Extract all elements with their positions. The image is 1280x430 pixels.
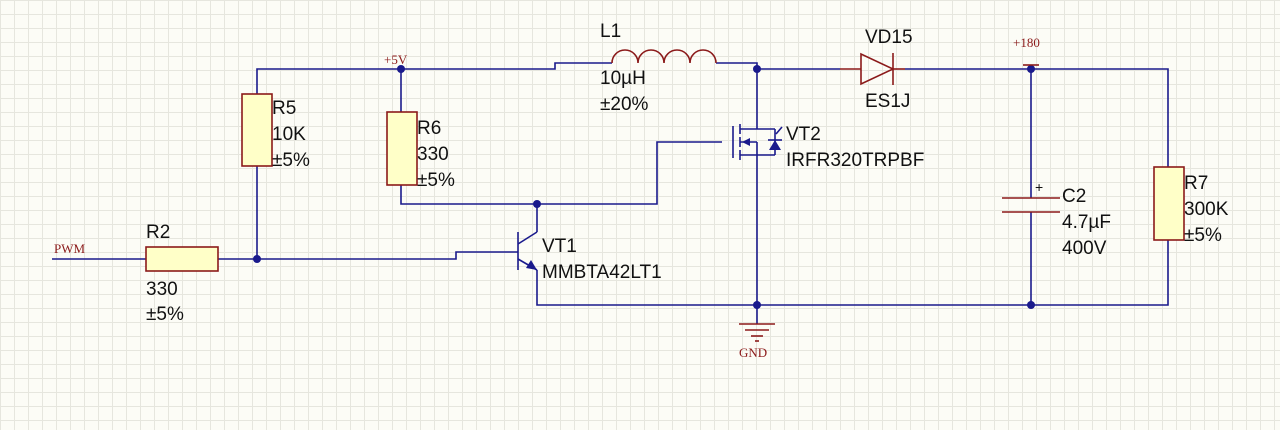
junction-dot [1027, 65, 1035, 73]
l1-tolerance: ±20% [600, 94, 649, 115]
net-label-gnd: GND [739, 345, 767, 360]
r6-ref: R6 [417, 118, 441, 139]
r6-value: 330 [417, 144, 449, 165]
junction-dot [397, 65, 405, 73]
r5-tolerance: ±5% [272, 150, 310, 171]
mosfet-vt2[interactable]: VT2 IRFR320TRPBF [732, 116, 924, 171]
transistor-vt1[interactable]: VT1 MMBTA42LT1 [517, 231, 662, 283]
wire-l1-drain [716, 62, 840, 70]
vt1-ref: VT1 [542, 236, 577, 257]
vt1-part: MMBTA42LT1 [542, 262, 662, 283]
c2-polarity-mark: + [1035, 179, 1043, 195]
junction-dot [753, 301, 761, 309]
r7-tolerance: ±5% [1184, 225, 1222, 246]
power-port-180: +180 [1013, 35, 1040, 66]
vd15-ref: VD15 [865, 27, 913, 48]
resistor-r2[interactable]: R2 330 ±5% [145, 222, 219, 325]
wire-5v-rail [256, 62, 612, 94]
ground-symbol: GND [739, 323, 775, 360]
inductor-l1[interactable]: L1 10µH ±20% [600, 21, 717, 115]
r2-ref: R2 [146, 222, 170, 243]
r5-value: 10K [272, 124, 306, 145]
junction-dot [753, 65, 761, 73]
vt2-ref: VT2 [786, 124, 821, 145]
r7-ref: R7 [1184, 173, 1208, 194]
junctions [253, 65, 1035, 309]
wire-ground-rail [536, 240, 1169, 306]
wire-r6-bottom [400, 141, 722, 205]
l1-ref: L1 [600, 21, 621, 42]
l1-value: 10µH [600, 68, 646, 89]
r7-value: 300K [1184, 199, 1229, 220]
vd15-part: ES1J [865, 91, 910, 112]
r2-tolerance: ±5% [146, 304, 184, 325]
resistor-r5[interactable]: R5 10K ±5% [241, 93, 310, 171]
junction-dot [1027, 301, 1035, 309]
resistor-r6[interactable]: R6 330 ±5% [386, 111, 455, 191]
wire-r2-base [218, 251, 518, 260]
wires [52, 62, 1169, 324]
r5-ref: R5 [272, 98, 296, 119]
c2-value: 4.7µF [1062, 212, 1111, 233]
junction-dot [253, 255, 261, 263]
capacitor-c2[interactable]: + C2 4.7µF 400V [1002, 179, 1111, 259]
net-label-180: +180 [1013, 35, 1040, 50]
r2-value: 330 [146, 279, 178, 300]
net-label-5v: +5V [384, 52, 408, 67]
c2-voltage: 400V [1062, 238, 1107, 259]
wire-output-rail [905, 68, 1169, 167]
diode-vd15[interactable]: VD15 ES1J [840, 27, 913, 112]
resistor-r7[interactable]: R7 300K ±5% [1153, 166, 1229, 246]
r6-tolerance: ±5% [417, 170, 455, 191]
vt2-part: IRFR320TRPBF [786, 150, 924, 171]
c2-ref: C2 [1062, 186, 1086, 207]
net-label-pwm: PWM [54, 241, 86, 256]
junction-dot [533, 200, 541, 208]
